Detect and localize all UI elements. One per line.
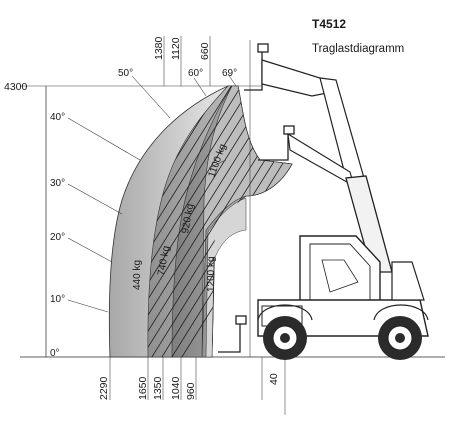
angle-label-40: 40° xyxy=(50,112,65,123)
angle-label-50: 50° xyxy=(118,68,133,79)
telehandler-machine xyxy=(257,59,429,360)
top-distance-1380: 1380 xyxy=(153,36,165,60)
bottom-distance-1350: 1350 xyxy=(152,376,164,400)
load-label-1200kg: 1200 kg xyxy=(206,256,217,292)
angle-label-20: 20° xyxy=(50,232,65,243)
load-label-440kg: 440 kg xyxy=(132,260,143,290)
boom-angle-leaders xyxy=(67,73,237,313)
load-label-740kg: 740 kg xyxy=(156,245,172,276)
height-label: 4300 xyxy=(4,81,28,93)
bottom-distance-960: 960 xyxy=(185,382,197,400)
load-zone-1100kg xyxy=(201,85,293,358)
top-dimension-lines xyxy=(163,36,251,357)
top-distance-660: 660 xyxy=(199,42,211,60)
angle-label-30: 30° xyxy=(50,178,65,189)
angle-label-69: 69° xyxy=(222,68,237,79)
angle-label-60: 60° xyxy=(188,68,203,79)
bottom-distance-2290: 2290 xyxy=(98,376,110,400)
fork-positions xyxy=(218,43,295,353)
bottom-distance-1650: 1650 xyxy=(137,376,149,400)
load-label-920kg: 920 kg xyxy=(180,203,196,234)
bottom-distance-40: 40 xyxy=(268,373,280,385)
angle-label-10: 10° xyxy=(50,294,65,305)
top-distance-1120: 1120 xyxy=(170,37,182,60)
load-zones xyxy=(108,85,293,358)
bottom-distance-1040: 1040 xyxy=(170,376,182,400)
angle-label-0: 0° xyxy=(50,348,60,359)
chart-title: T4512 xyxy=(312,17,346,31)
chart-subtitle: Traglastdiagramm xyxy=(312,43,404,55)
bottom-dimension-lines xyxy=(109,357,286,415)
